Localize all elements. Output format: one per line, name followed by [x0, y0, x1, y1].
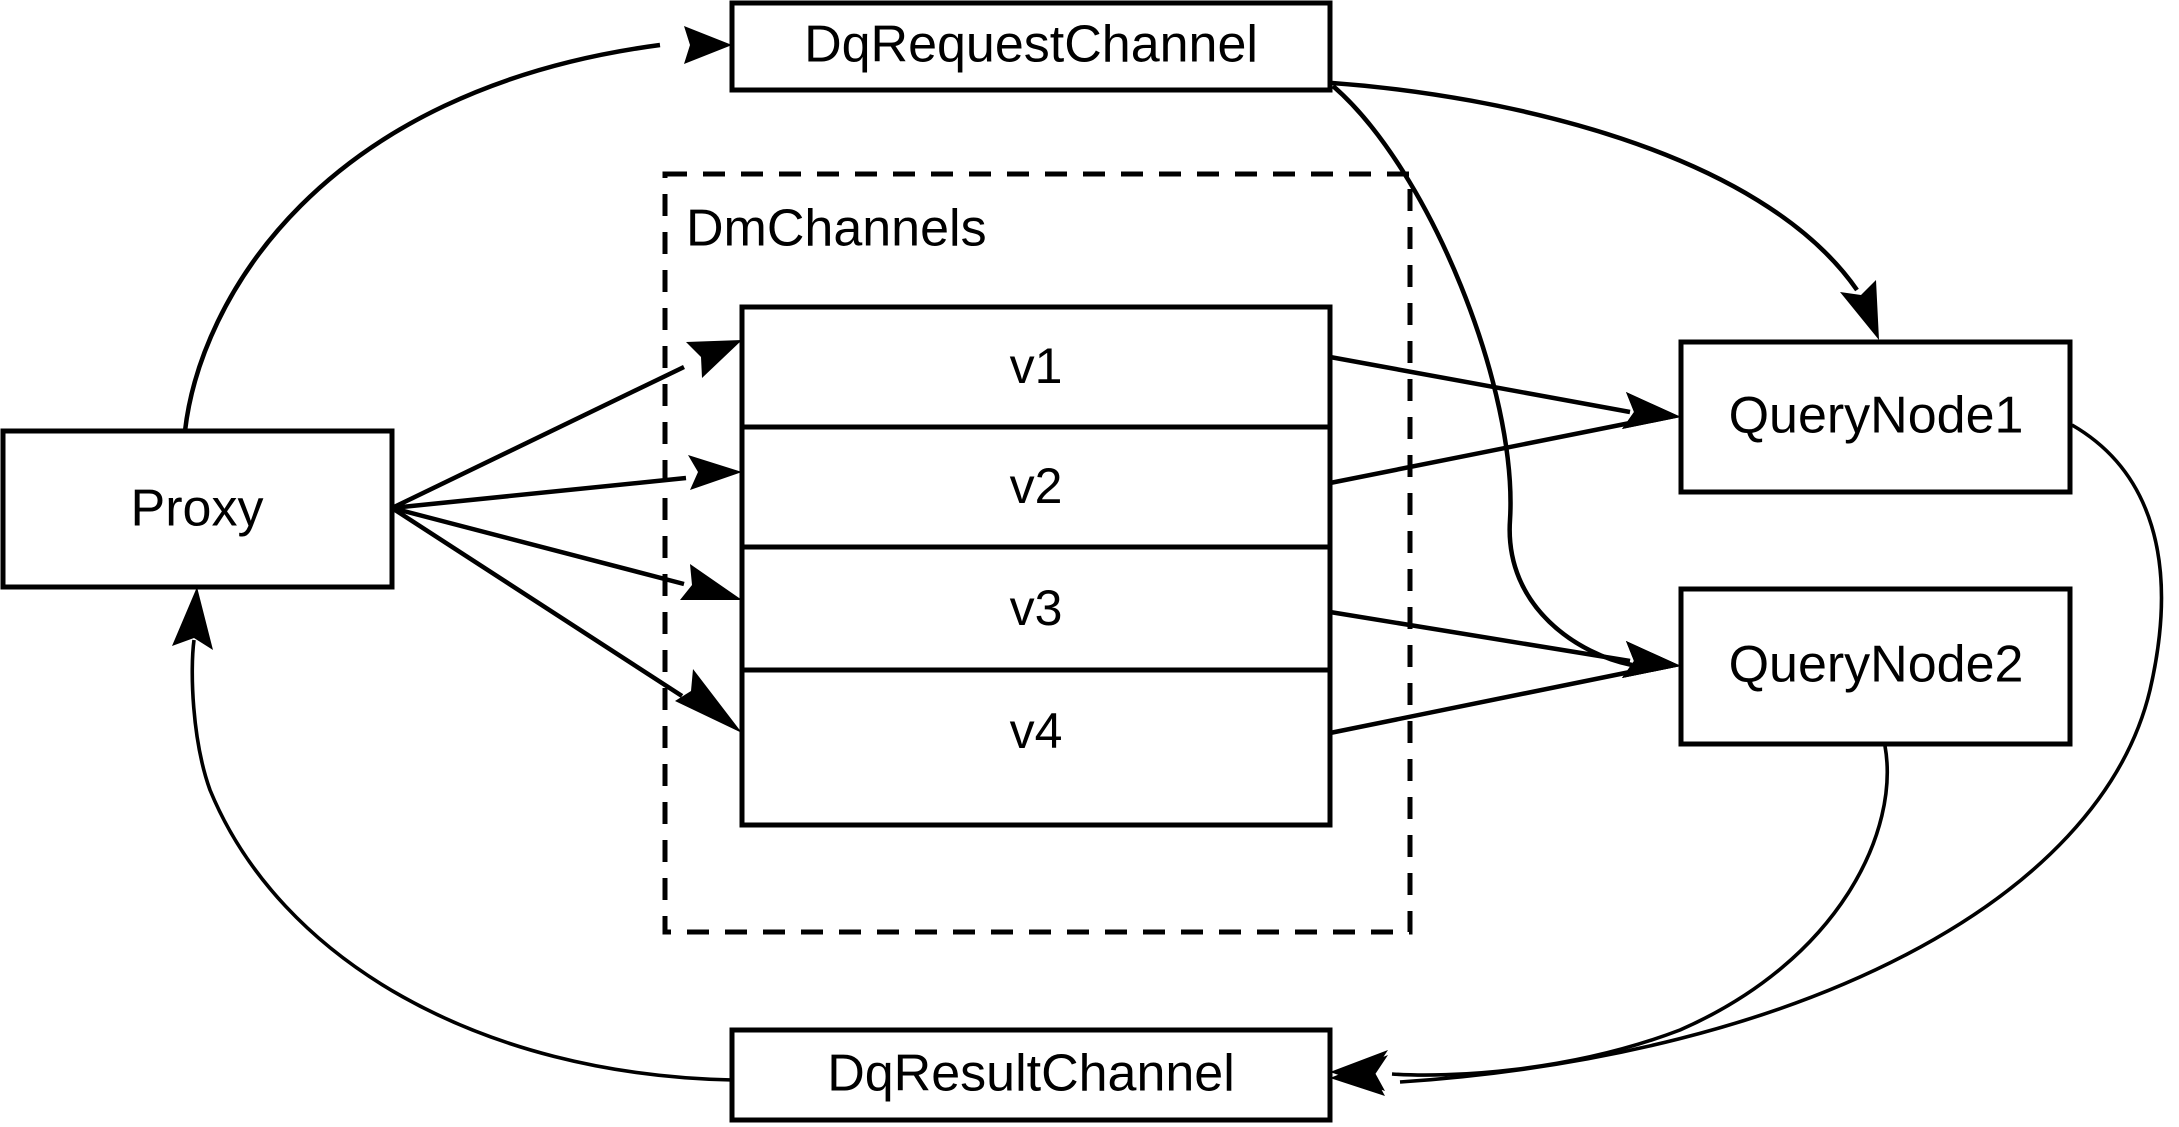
edge-proxy-to-v4	[390, 506, 742, 733]
edge-dq-request-channel-to-query-node-1	[1331, 80, 1879, 340]
dm-channels-group: DmChannels	[662, 171, 1413, 935]
node-dq-request-channel-box[interactable]	[729, 0, 1333, 93]
node-proxy-label: Proxy	[131, 480, 264, 538]
edge-dq-result-channel-to-proxy	[172, 587, 734, 1082]
node-query-node-1[interactable]: QueryNode1	[1678, 339, 2073, 495]
node-proxy-box[interactable]	[0, 428, 395, 590]
node-query-node-2-box[interactable]	[1678, 586, 2073, 747]
edge-proxy-to-v3	[391, 505, 742, 600]
channel-row-v1[interactable]: v1	[1010, 338, 1063, 394]
arrow-head-icon	[1840, 280, 1879, 340]
dm-channels-table-border	[739, 304, 1333, 828]
node-dq-result-channel[interactable]: DqResultChannel	[729, 1027, 1333, 1123]
channel-row-v4[interactable]: v4	[1010, 703, 1063, 759]
arrow-head-icon	[680, 564, 742, 600]
arrow-head-icon	[688, 455, 742, 490]
channel-row-v2[interactable]: v2	[1010, 458, 1063, 514]
node-dq-request-channel-label: DqRequestChannel	[804, 16, 1258, 74]
edge-proxy-to-v2	[391, 455, 742, 511]
arrow-head-icon	[686, 340, 742, 378]
dm-channels-table: v1 v2 v3 v4	[739, 304, 1333, 828]
node-dq-request-channel[interactable]: DqRequestChannel	[729, 0, 1333, 93]
edge-query-node-2-to-dq-result-channel	[1330, 745, 1890, 1091]
arrow-head-icon	[1330, 1050, 1388, 1091]
node-query-node-2-label: QueryNode2	[1729, 636, 2024, 694]
edge-proxy-to-dq-request-channel	[182, 26, 732, 432]
arrow-head-icon	[172, 587, 213, 650]
edge-v2-to-query-node-1	[1329, 392, 1681, 486]
arrow-head-icon	[1622, 392, 1681, 429]
node-query-node-1-label: QueryNode1	[1729, 387, 2024, 445]
node-proxy[interactable]: Proxy	[0, 428, 395, 590]
arrow-head-icon	[1622, 641, 1681, 678]
arrow-head-icon	[684, 26, 732, 64]
channel-row-v3[interactable]: v3	[1010, 580, 1063, 636]
edge-proxy-to-v1	[391, 340, 742, 511]
dm-channels-group-border	[662, 171, 1413, 935]
edge-v4-to-query-node-2	[1329, 641, 1681, 736]
arrow-head-icon	[675, 669, 742, 733]
node-dq-result-channel-box[interactable]	[729, 1027, 1333, 1123]
node-query-node-2[interactable]: QueryNode2	[1678, 586, 2073, 747]
edge-v1-to-query-node-1	[1329, 354, 1681, 429]
node-dq-result-channel-label: DqResultChannel	[827, 1045, 1235, 1103]
edge-dq-request-channel-to-query-node-2	[1331, 84, 1681, 678]
node-query-node-1-box[interactable]	[1678, 339, 2073, 495]
dm-channels-group-label: DmChannels	[686, 200, 987, 258]
